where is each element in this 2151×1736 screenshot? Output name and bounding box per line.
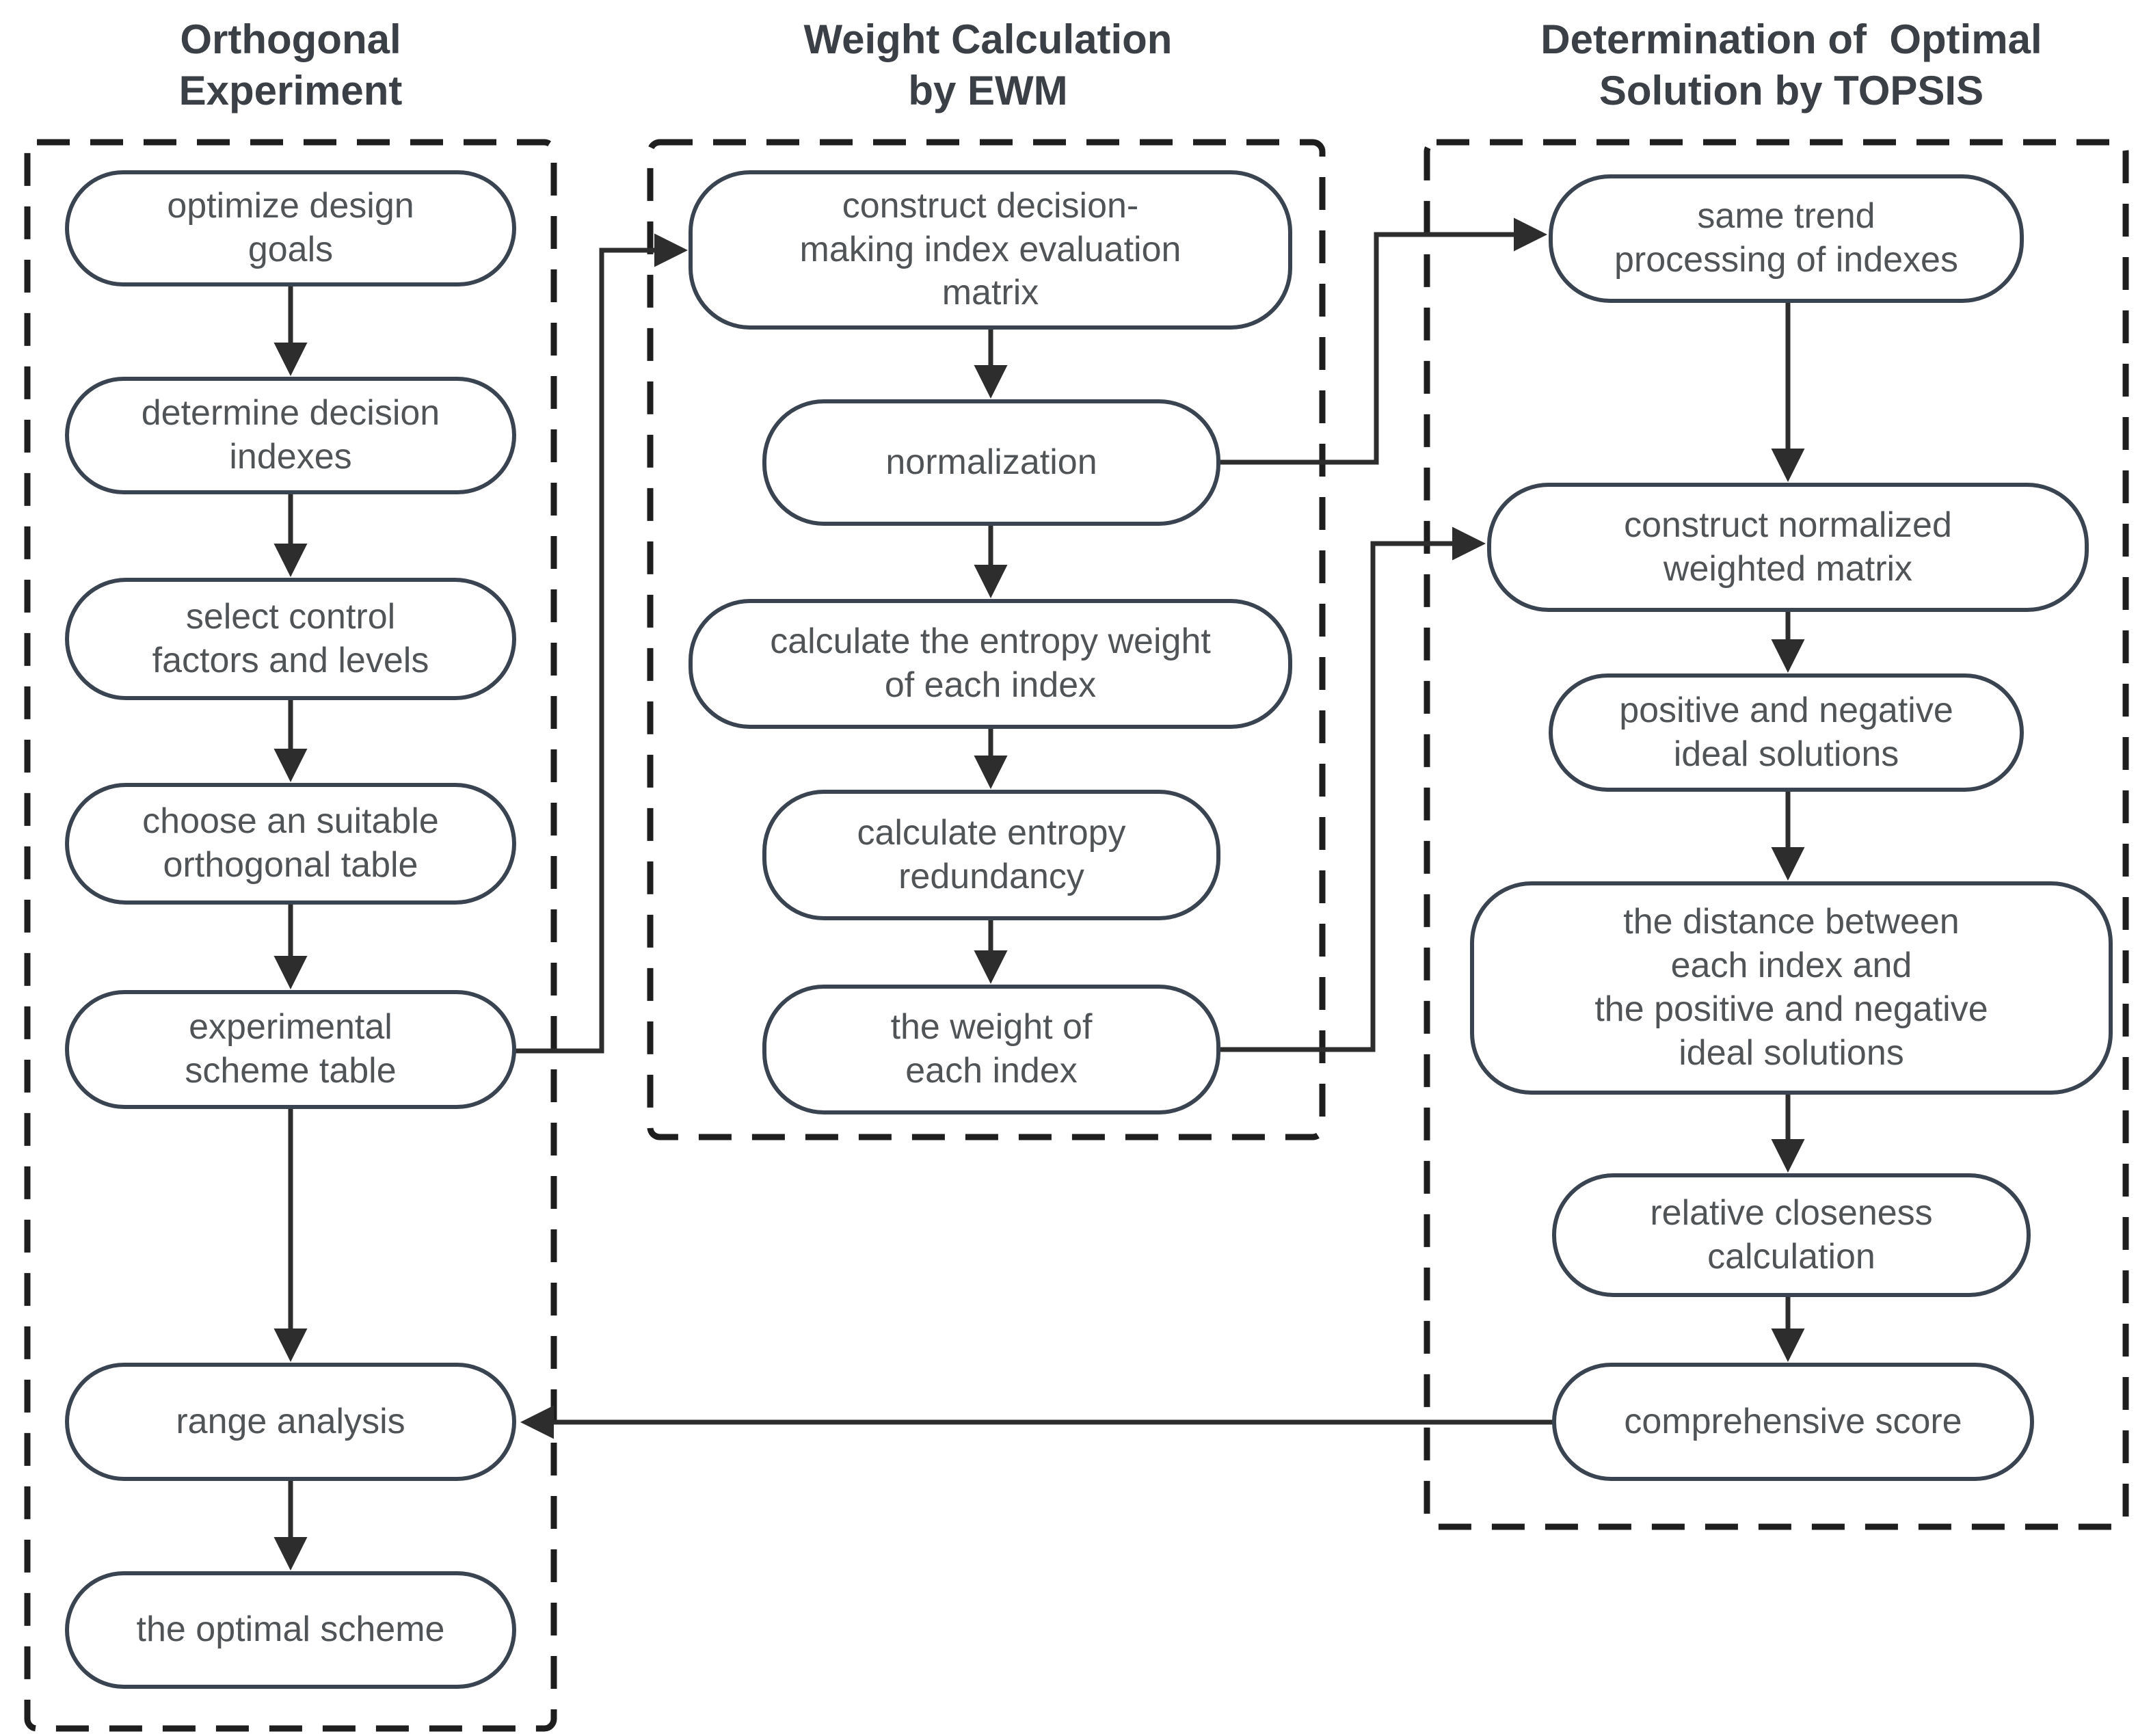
node-same-trend-processing: same trend processing of indexes: [1549, 174, 2024, 303]
group-outline-orthogonal-experiment: [24, 139, 557, 1732]
node-experimental-scheme-table: experimental scheme table: [65, 990, 516, 1109]
node-determine-decision-indexes: determine decision indexes: [65, 377, 516, 494]
node-select-control-factors: select control factors and levels: [65, 578, 516, 700]
column-header-weight-calculation-ewm: Weight Calculation by EWM: [803, 16, 1173, 113]
node-construct-decision-matrix: construct decision- making index evaluat…: [689, 170, 1292, 330]
node-positive-negative-solutions: positive and negative ideal solutions: [1549, 673, 2024, 792]
node-weight-of-each-index: the weight of each index: [762, 985, 1220, 1114]
node-calculate-entropy-weight: calculate the entropy weight of each ind…: [689, 599, 1292, 729]
node-choose-orthogonal-table: choose an suitable orthogonal table: [65, 783, 516, 905]
node-normalization: normalization: [762, 399, 1220, 526]
node-comprehensive-score: comprehensive score: [1552, 1363, 2034, 1481]
connector-experimental-to-matrix: [514, 233, 688, 1054]
node-construct-weighted-matrix: construct normalized weighted matrix: [1487, 483, 2089, 612]
group-outline-weight-calculation-ewm: [647, 139, 1326, 1140]
connector-weight-to-weightedmatrix: [1218, 526, 1486, 1052]
node-range-analysis: range analysis: [65, 1363, 516, 1481]
connector-normalization-to-sametrend: [1218, 217, 1547, 465]
node-optimize-design-goals: optimize design goals: [65, 170, 516, 286]
column-header-orthogonal-experiment: Orthogonal Experiment: [178, 16, 403, 113]
node-the-optimal-scheme: the optimal scheme: [65, 1571, 516, 1689]
node-calculate-entropy-redundancy: calculate entropy redundancy: [762, 790, 1220, 920]
node-relative-closeness: relative closeness calculation: [1552, 1173, 2031, 1297]
column-header-determination-topsis: Determination of Optimal Solution by TOP…: [1540, 16, 2042, 113]
node-distance-to-ideal-solutions: the distance between each index and the …: [1470, 881, 2113, 1095]
group-outline-determination-topsis: [1424, 139, 2129, 1530]
